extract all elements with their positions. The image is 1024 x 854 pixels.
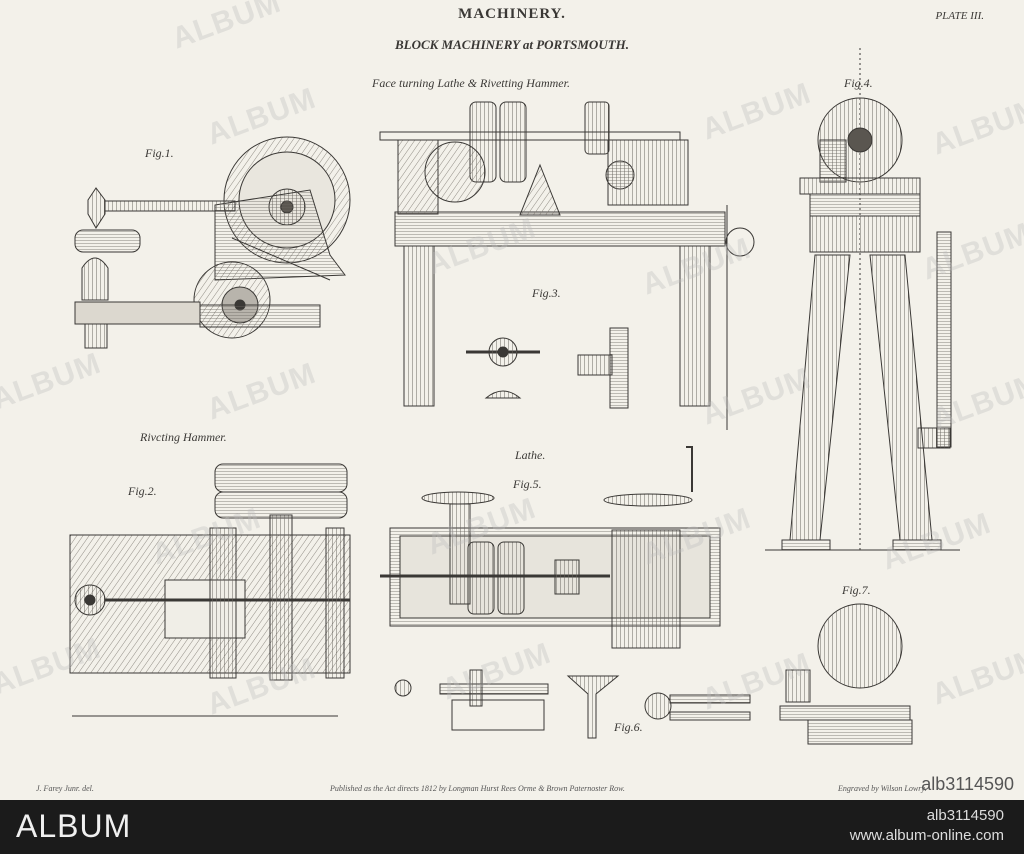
fig-7-label: Fig.7. [842,583,871,597]
fig-3-detail-parts [466,327,629,409]
fig-2-label: Fig.2. [128,484,157,498]
caption-rivetting-hammer: Rivcting Hammer. [140,430,227,444]
footer-engraver: Engraved by Wilson Lowry. [838,784,927,793]
fig-1-label: Fig.1. [145,146,174,160]
album-image-id: alb3114590 [926,807,1004,824]
footer-draughtsman: J. Farey Junr. del. [36,784,94,793]
fig-2-hammer-plan-view [69,463,351,717]
album-site-url[interactable]: www.album-online.com [849,827,1004,844]
fig-5-label: Fig.5. [513,477,542,491]
fig-6-label: Fig.6. [614,720,643,734]
fig-3-lathe-front-view [379,101,755,430]
engraving-plate: MACHINERY. BLOCK MACHINERY at PORTSMOUTH… [0,0,1024,794]
album-id-block: alb3114590 www.album-online.com [850,806,1004,846]
caption-lathe: Lathe. [515,448,546,462]
plate-title: MACHINERY. [458,6,566,22]
album-logo: ALBUM [16,808,132,844]
stock-id: alb3114590 [921,774,1014,794]
album-footer-bar: ALBUM alb3114590 www.album-online.com [0,800,1024,854]
plate-number: PLATE III. [935,10,984,22]
fig-4-label: Fig.4. [844,76,873,90]
fig-5-lathe-plan-view [380,446,721,649]
fig-6-detail-parts [394,669,751,739]
caption-lathe-hammer: Face turning Lathe & Rivetting Hammer. [372,76,570,90]
fig-3-label: Fig.3. [532,286,561,300]
machinery-engraving [69,48,960,745]
plate-subtitle: BLOCK MACHINERY at PORTSMOUTH. [394,37,630,52]
fig-7-detail [779,603,913,745]
fig-1-hammer-side-view [74,136,351,349]
footer-publisher: Published as the Act directs 1812 by Lon… [330,784,625,793]
fig-4-lathe-end-view [765,48,960,551]
